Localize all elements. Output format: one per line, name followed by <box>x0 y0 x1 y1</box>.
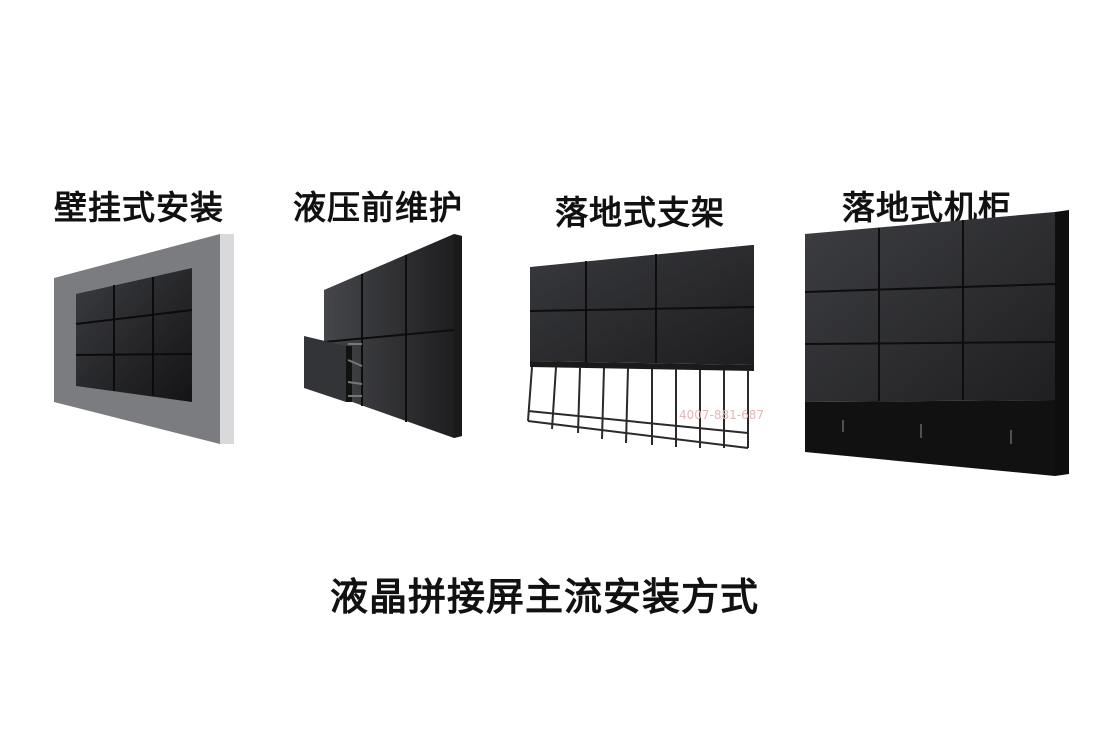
hydraulic-front-illustration <box>304 234 462 438</box>
floor-bracket-illustration <box>527 245 755 449</box>
main-caption: 液晶拼接屏主流安装方式 <box>330 575 760 619</box>
wall-mount-illustration <box>54 234 234 444</box>
label-hydraulic-front: 液压前维护 <box>293 188 463 227</box>
label-floor-bracket: 落地式支架 <box>555 193 725 232</box>
label-wall-mount: 壁挂式安装 <box>54 188 224 227</box>
watermark-text: 4007-881-687 <box>679 408 765 422</box>
floor-cabinet-illustration <box>804 210 1069 476</box>
